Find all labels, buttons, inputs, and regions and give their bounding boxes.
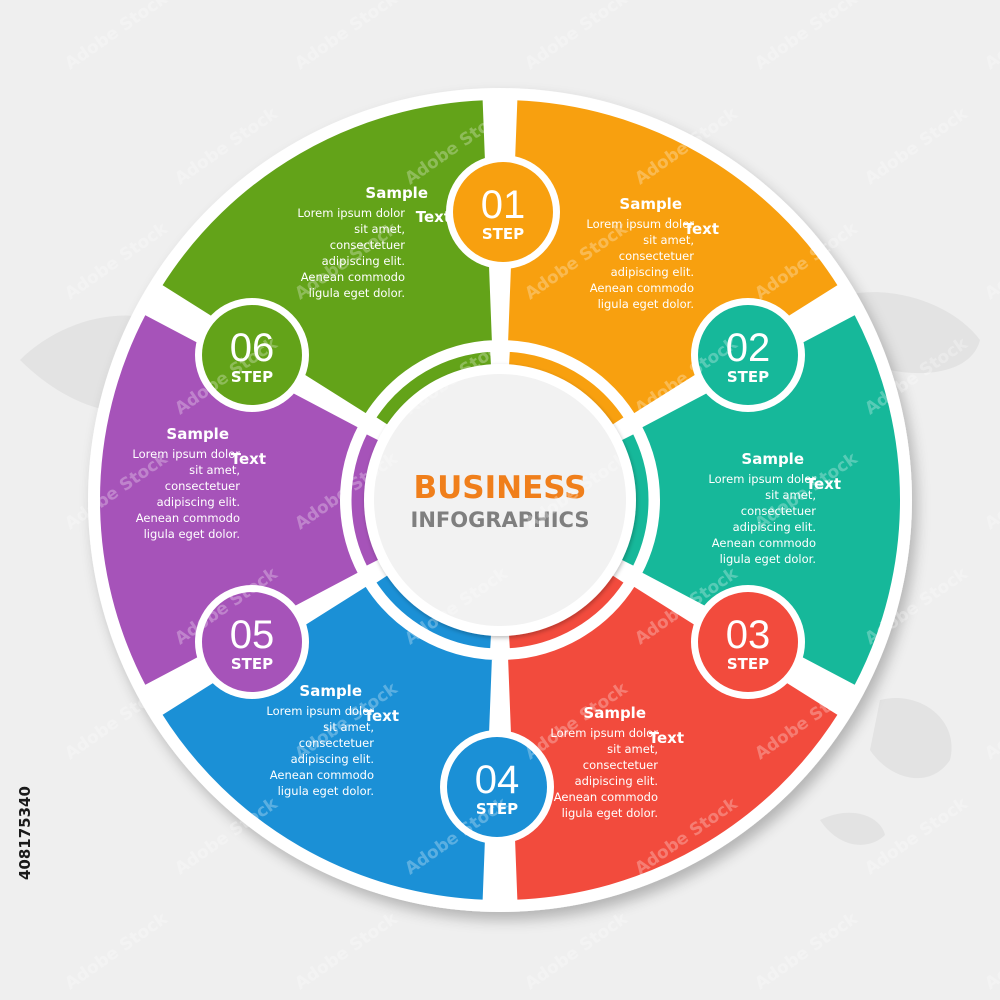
step-badge-04: [447, 737, 547, 837]
watermark-text: Adobe Stock: [521, 0, 631, 74]
watermark-text: Adobe Stock: [751, 0, 861, 74]
body-line: ligula eget dolor.: [720, 552, 816, 566]
body-line: adipiscing elit.: [322, 254, 405, 268]
watermark-text: Adobe Stock: [291, 908, 401, 994]
body-line: Lorem ipsum dolor: [586, 217, 694, 231]
sample-title-text: Text: [649, 729, 684, 747]
sample-title: Sample: [619, 195, 682, 213]
sample-title: Sample: [166, 425, 229, 443]
stock-id: 408175340: [16, 786, 34, 880]
body-line: consectetuer: [619, 249, 694, 263]
step-badge-05: [202, 592, 302, 692]
step-number: 04: [475, 758, 520, 802]
step-badge-06: [202, 305, 302, 405]
body-line: sit amet,: [643, 233, 694, 247]
step-label: STEP: [727, 655, 769, 673]
body-line: consectetuer: [583, 758, 658, 772]
step-label: STEP: [231, 655, 273, 673]
step-number: 02: [726, 326, 771, 370]
center-subtitle: INFOGRAPHICS: [411, 508, 590, 532]
body-line: adipiscing elit.: [157, 495, 240, 509]
watermark-text: Adobe Stock: [61, 0, 171, 74]
sample-title: Sample: [583, 704, 646, 722]
body-line: consectetuer: [299, 736, 374, 750]
body-line: Lorem ipsum dolor: [132, 447, 240, 461]
sample-title: Sample: [741, 450, 804, 468]
body-line: consectetuer: [741, 504, 816, 518]
body-line: ligula eget dolor.: [598, 297, 694, 311]
sample-title: Sample: [365, 184, 428, 202]
step-label: STEP: [231, 368, 273, 386]
step-badge-03: [698, 592, 798, 692]
watermark-text: Adobe Stock: [861, 103, 971, 189]
body-line: adipiscing elit.: [575, 774, 658, 788]
body-line: ligula eget dolor.: [144, 527, 240, 541]
body-line: Lorem ipsum dolor: [708, 472, 816, 486]
body-line: sit amet,: [354, 222, 405, 236]
step-label: STEP: [727, 368, 769, 386]
watermark-text: Adobe Stock: [61, 908, 171, 994]
watermark-text: Adobe Stock: [521, 908, 631, 994]
sample-title-text: Text: [364, 707, 399, 725]
step-label: STEP: [476, 800, 518, 818]
watermark-text: Adobe Stock: [981, 908, 1000, 994]
body-line: adipiscing elit.: [611, 265, 694, 279]
body-line: ligula eget dolor.: [309, 286, 405, 300]
segment-step-05: [96, 309, 363, 691]
body-line: Lorem ipsum dolor: [550, 726, 658, 740]
body-line: Aenean commodo: [270, 768, 374, 782]
step-number: 01: [481, 183, 526, 227]
body-line: sit amet,: [189, 463, 240, 477]
center-disc: [374, 374, 626, 626]
watermark-text: Adobe Stock: [751, 908, 861, 994]
body-line: consectetuer: [165, 479, 240, 493]
step-badge-01: [453, 162, 553, 262]
segment-step-02: [637, 309, 904, 691]
sample-title-text: Text: [806, 475, 841, 493]
body-line: Lorem ipsum dolor: [297, 206, 405, 220]
body-line: consectetuer: [330, 238, 405, 252]
watermark-text: Adobe Stock: [981, 678, 1000, 764]
sample-title-text: Text: [416, 208, 451, 226]
body-line: Aenean commodo: [554, 790, 658, 804]
watermark-text: Adobe Stock: [981, 448, 1000, 534]
body-line: Aenean commodo: [136, 511, 240, 525]
watermark-text: Adobe Stock: [981, 218, 1000, 304]
body-line: adipiscing elit.: [733, 520, 816, 534]
body-line: ligula eget dolor.: [278, 784, 374, 798]
step-label: STEP: [482, 225, 524, 243]
body-line: sit amet,: [765, 488, 816, 502]
step-badge-02: [698, 305, 798, 405]
body-line: Lorem ipsum dolor: [266, 704, 374, 718]
step-number: 05: [230, 613, 275, 657]
sample-title: Sample: [299, 682, 362, 700]
step-number: 06: [230, 326, 275, 370]
watermark-text: Adobe Stock: [291, 0, 401, 74]
body-line: ligula eget dolor.: [562, 806, 658, 820]
watermark-text: Adobe Stock: [981, 0, 1000, 74]
body-line: Aenean commodo: [301, 270, 405, 284]
step-number: 03: [726, 613, 771, 657]
body-line: adipiscing elit.: [291, 752, 374, 766]
center-title: BUSINESS: [413, 470, 586, 506]
body-line: sit amet,: [607, 742, 658, 756]
body-line: Aenean commodo: [712, 536, 816, 550]
sample-title-text: Text: [231, 450, 266, 468]
sample-title-text: Text: [684, 220, 719, 238]
body-line: sit amet,: [323, 720, 374, 734]
body-line: Aenean commodo: [590, 281, 694, 295]
